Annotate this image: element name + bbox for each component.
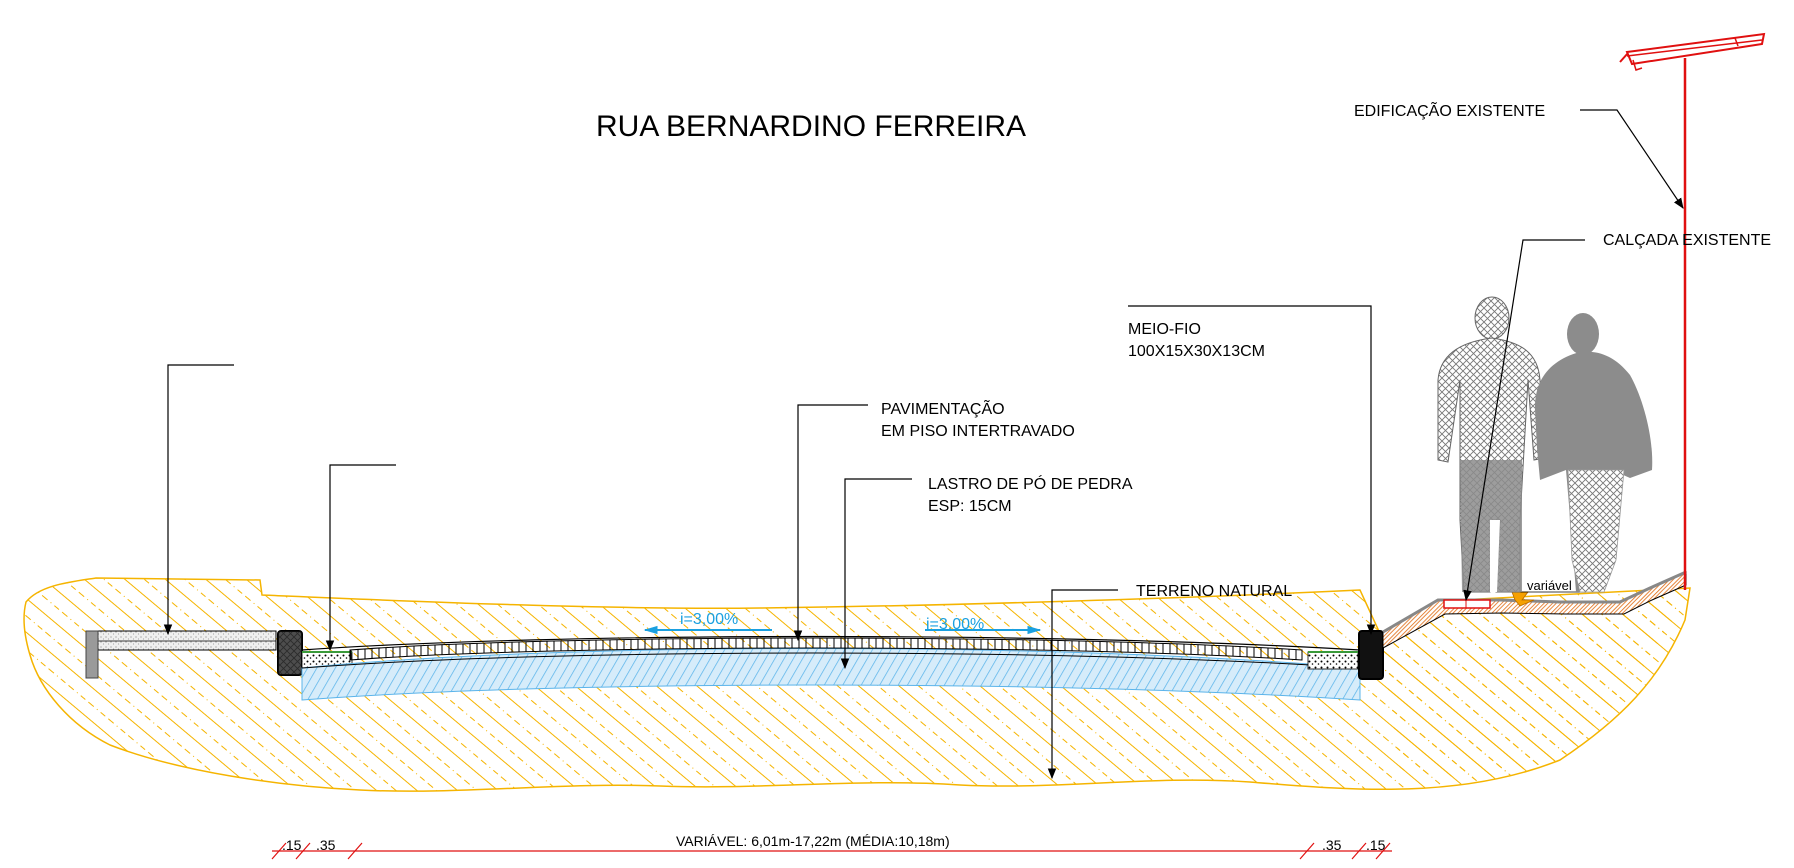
left-post <box>85 630 99 679</box>
sand-bed <box>301 648 1361 701</box>
drawing-title: RUA BERNARDINO FERREIRA <box>596 110 1026 143</box>
label-calcada: CALÇADA EXISTENTE <box>1603 232 1771 249</box>
pavement <box>349 637 1303 661</box>
dim-left-35: .35 <box>316 837 336 853</box>
dim-middle: VARIÁVEL: 6,01m-17,22m (MÉDIA:10,18m) <box>676 833 950 849</box>
dimension-line <box>271 842 1392 860</box>
right-gravel <box>1307 651 1359 670</box>
label-meio-fio-2: 100X15X30X13CM <box>1128 343 1265 360</box>
dim-left-15: .15 <box>282 837 302 853</box>
sidewalk-red-tiles <box>1443 599 1491 609</box>
label-pavimentacao-2: EM PISO INTERTRAVADO <box>881 423 1075 440</box>
dim-right-35: .35 <box>1322 837 1342 853</box>
slope-label-right: i=3,00% <box>926 616 984 633</box>
left-sidewalk <box>85 630 277 651</box>
building-roof <box>1625 32 1766 66</box>
right-curb <box>1358 630 1384 680</box>
person-figure-left <box>1437 296 1545 593</box>
label-pavimentacao-1: PAVIMENTAÇÃO <box>881 398 1005 418</box>
dim-right-15: .15 <box>1366 837 1386 853</box>
embankment <box>1382 575 1686 780</box>
slope-label-left: i=3,00% <box>680 611 738 628</box>
leader-lines <box>163 109 1684 780</box>
label-lastro-1: LASTRO DE PÓ DE PEDRA <box>928 474 1133 493</box>
label-meio-fio-1: MEIO-FIO <box>1128 321 1201 338</box>
label-edificacao: EDIFICAÇÃO EXISTENTE <box>1354 100 1545 120</box>
label-variavel: variável <box>1527 578 1572 593</box>
label-terreno: TERRENO NATURAL <box>1136 583 1292 600</box>
person-figure-right <box>1534 313 1653 593</box>
label-lastro-2: ESP: 15CM <box>928 498 1012 515</box>
